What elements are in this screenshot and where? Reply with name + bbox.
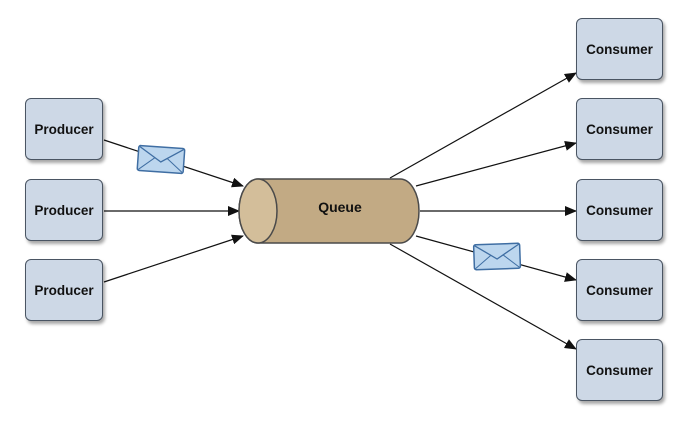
consumer-box-1: Consumer (576, 18, 663, 80)
producer-label: Producer (34, 202, 94, 218)
producer-label: Producer (34, 121, 94, 137)
consumer-box-2: Consumer (576, 98, 663, 160)
consumer-label: Consumer (586, 121, 653, 137)
consumer-box-5: Consumer (576, 339, 663, 401)
producer-label: Producer (34, 282, 94, 298)
producer-box-3: Producer (25, 259, 103, 321)
producer-box-2: Producer (25, 179, 103, 241)
message-envelope-icon (136, 144, 186, 175)
consumer-label: Consumer (586, 41, 653, 57)
arrow-producer-3-to-queue (103, 234, 244, 283)
consumer-label: Consumer (586, 362, 653, 378)
arrow-queue-to-consumer-5 (389, 243, 577, 350)
message-envelope-icon (472, 242, 522, 271)
arrow-queue-to-consumer-1 (389, 72, 577, 179)
consumer-box-3: Consumer (576, 179, 663, 241)
producer-box-1: Producer (25, 98, 103, 160)
queue-label: Queue (318, 199, 362, 215)
queue-cylinder (238, 178, 420, 244)
consumer-label: Consumer (586, 202, 653, 218)
consumer-box-4: Consumer (576, 259, 663, 321)
arrow-queue-to-consumer-2 (415, 141, 577, 187)
consumer-label: Consumer (586, 282, 653, 298)
